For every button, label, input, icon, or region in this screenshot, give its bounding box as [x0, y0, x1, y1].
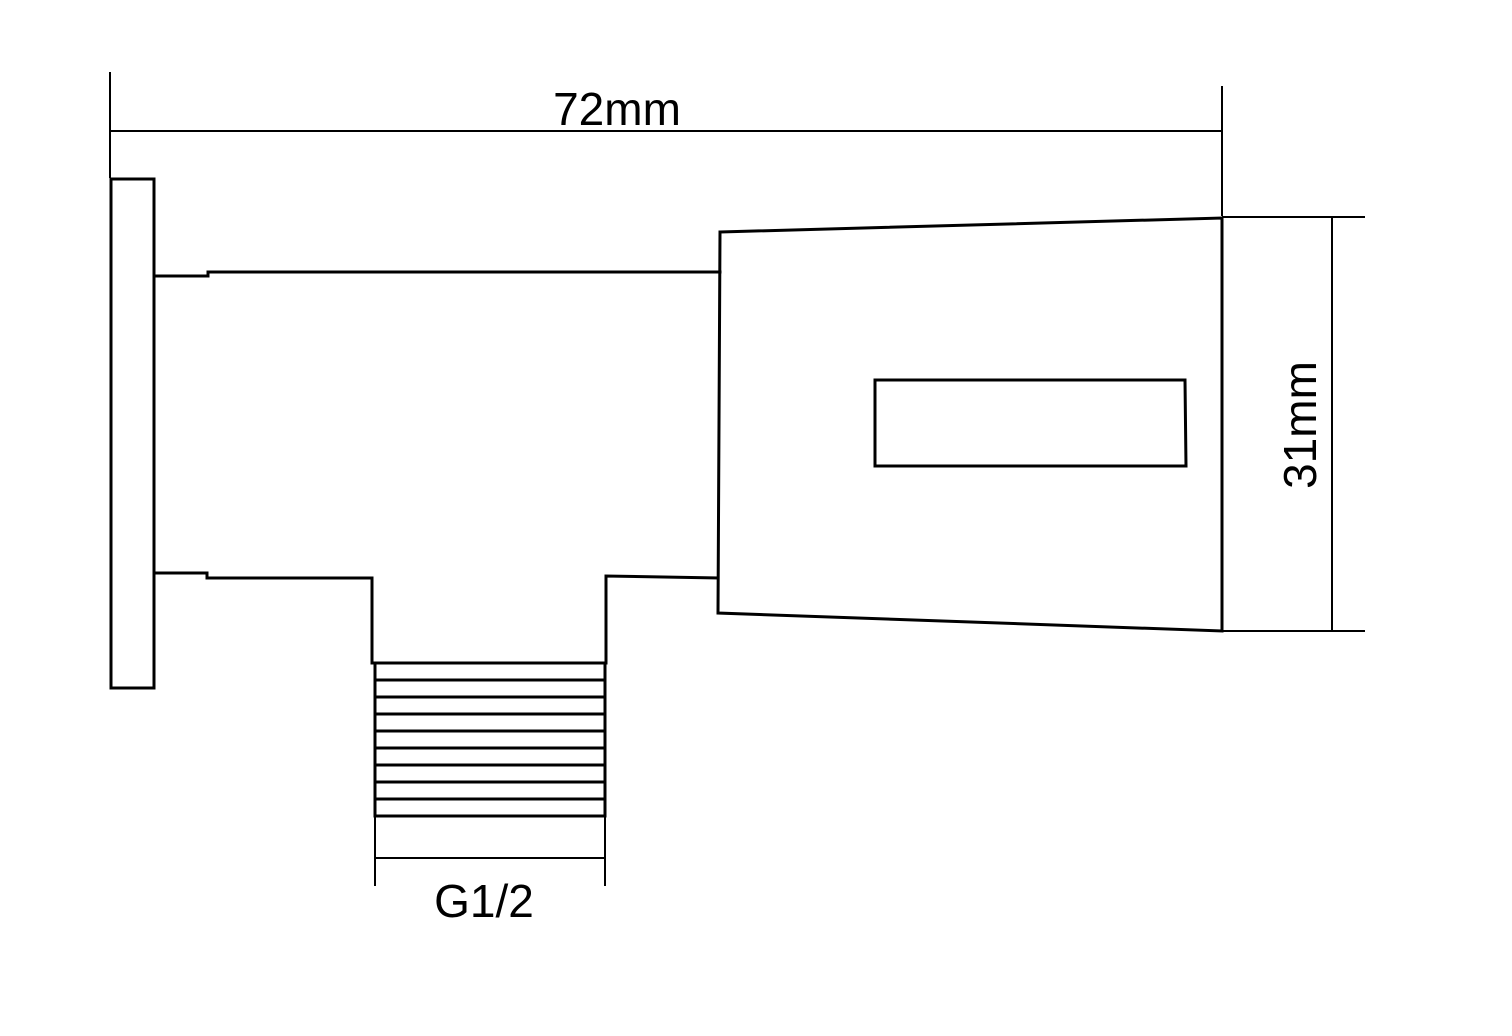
thread-dimension: G1/2	[374, 816, 606, 927]
handle-body	[716, 216, 1224, 633]
wall-flange	[109, 177, 156, 690]
height-dimension: 31mm	[1222, 216, 1365, 632]
length-dimension-label: 72mm	[553, 83, 681, 135]
valve-body-top-edge	[152, 270, 722, 278]
height-dimension-label: 31mm	[1274, 361, 1326, 489]
length-dimension: 72mm	[109, 72, 1223, 216]
thread-connector	[373, 661, 607, 818]
valve-body-bottom-edge	[152, 571, 374, 665]
valve-body-bottom-edge-right	[604, 574, 720, 665]
handle-slot	[873, 378, 1188, 468]
thread-dimension-label: G1/2	[434, 875, 534, 927]
